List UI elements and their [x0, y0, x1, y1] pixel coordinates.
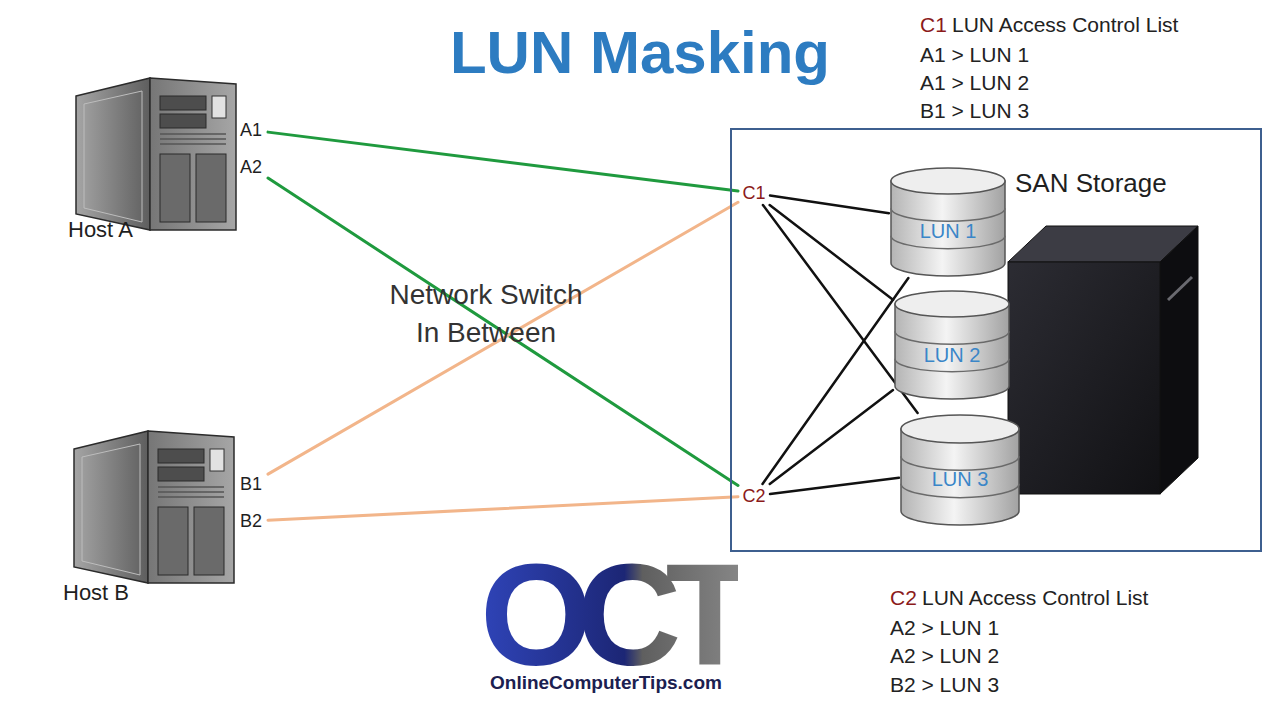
- server-tower: [74, 431, 234, 583]
- host-port: A1: [234, 118, 268, 142]
- connection-line: [268, 497, 738, 520]
- lun-disk: LUN 2: [893, 289, 1011, 401]
- port-name: C2: [738, 486, 770, 507]
- lun-disk: LUN 1: [889, 166, 1007, 278]
- list-heading: C2: [890, 586, 917, 610]
- access-entry: A1 > LUN 2: [920, 71, 1029, 95]
- platter-line: [895, 331, 1009, 344]
- controller-port: C2: [738, 484, 770, 508]
- device-highlight: [1168, 277, 1192, 300]
- server-tower: [76, 78, 236, 230]
- connection-line: [770, 478, 899, 494]
- host-name: Host A: [68, 217, 133, 242]
- access-entry: B2 > LUN 3: [890, 673, 999, 697]
- host-server: Host A A1A2: [60, 72, 275, 252]
- access-entry: A2 > LUN 1: [890, 616, 999, 640]
- lun-name: LUN 2: [893, 344, 1011, 367]
- cylinder-top: [901, 415, 1019, 443]
- host-port: B2: [234, 509, 268, 533]
- logo-mark: OCT: [480, 543, 738, 688]
- port-name: A2: [234, 157, 268, 178]
- lun-name: LUN 3: [899, 468, 1021, 491]
- list-heading: C1: [920, 13, 947, 37]
- lun-disk: LUN 3: [899, 413, 1021, 527]
- lun-name: LUN 1: [889, 220, 1007, 243]
- platter-line: [891, 208, 1005, 221]
- device-side: [1160, 226, 1198, 494]
- controller-port: C1: [738, 181, 770, 205]
- connection-line: [268, 178, 738, 485]
- connection-line: [770, 390, 893, 484]
- website-watermark: OnlineComputerTips.com: [490, 672, 722, 694]
- list-heading: LUN Access Control List: [952, 13, 1178, 37]
- host-server: Host B B1B2: [55, 425, 270, 605]
- connection-line: [770, 195, 889, 213]
- port-name: B2: [234, 511, 268, 532]
- access-entry: B1 > LUN 3: [920, 99, 1029, 123]
- storage-device: [1008, 226, 1198, 494]
- port-name: A1: [234, 120, 268, 141]
- device-front: [1008, 262, 1160, 494]
- host-port: B1: [234, 472, 268, 496]
- host-port: A2: [234, 155, 268, 179]
- connection-line: [762, 278, 908, 484]
- connection-line: [268, 202, 738, 474]
- connection-line: [268, 132, 738, 191]
- access-entry: A2 > LUN 2: [890, 644, 999, 668]
- network-note: Network Switch In Between: [374, 276, 598, 352]
- host-name: Host B: [63, 580, 129, 605]
- storage-title: SAN Storage: [1015, 168, 1167, 198]
- list-heading: LUN Access Control List: [922, 586, 1148, 610]
- cylinder-top: [891, 168, 1005, 194]
- port-name: B1: [234, 474, 268, 495]
- connection-line: [770, 205, 893, 300]
- port-name: C1: [738, 183, 770, 204]
- san-storage-box: SAN StorageC1C2 LUN 1 LUN 2 LUN 3: [730, 128, 1262, 552]
- access-entry: A1 > LUN 1: [920, 43, 1029, 67]
- cylinder-top: [895, 291, 1009, 317]
